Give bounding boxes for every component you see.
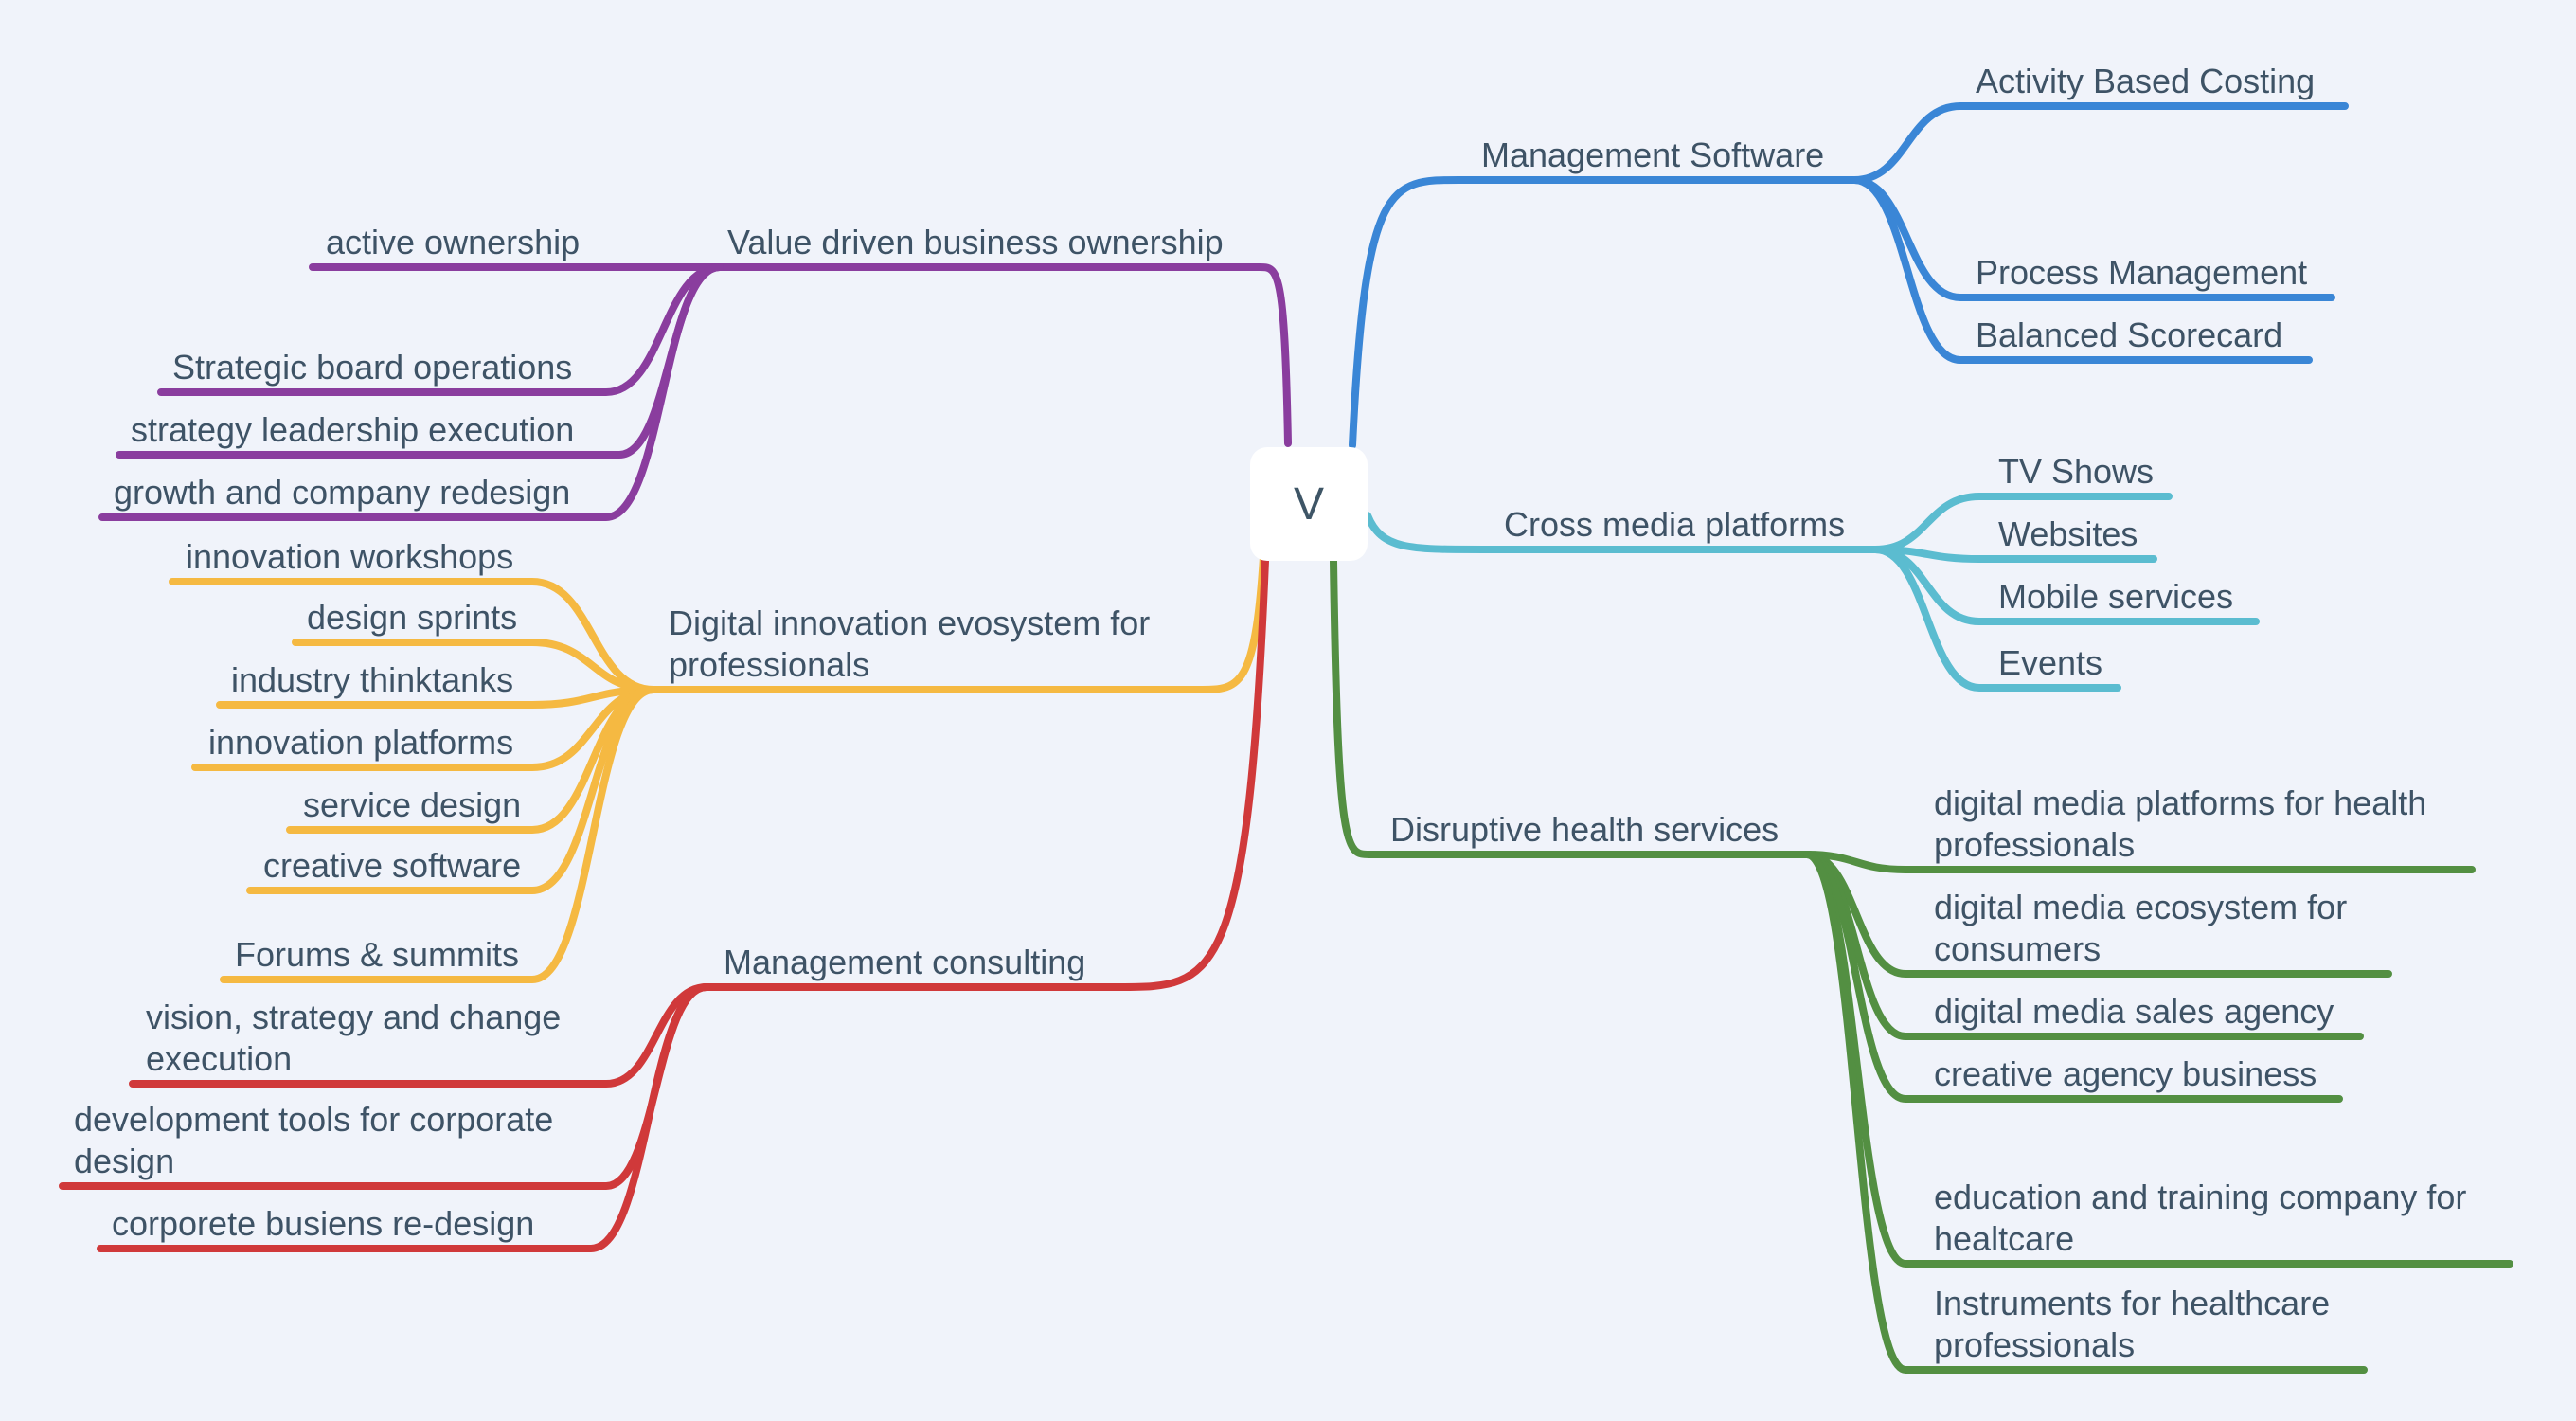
child-label-digital-innovation-line: Forums & summits: [235, 935, 519, 974]
child-label-disruptive-health[interactable]: creative agency business: [1934, 1054, 2317, 1093]
child-label-cross-media[interactable]: TV Shows: [1998, 452, 2154, 491]
child-label-management-consulting[interactable]: corporete busiens re-design: [112, 1204, 534, 1243]
child-label-disruptive-health-line: digital media platforms for health: [1934, 783, 2426, 822]
child-label-value-driven[interactable]: growth and company redesign: [114, 473, 570, 512]
child-label-management-consulting-line: corporete busiens re-design: [112, 1204, 534, 1243]
child-label-cross-media-line: Events: [1998, 643, 2102, 682]
branch-label-management-software[interactable]: Management Software: [1481, 135, 1824, 174]
child-label-cross-media[interactable]: Websites: [1998, 514, 2138, 553]
child-line-cross-media: [1871, 546, 2121, 692]
child-label-disruptive-health-line: professionals: [1934, 825, 2135, 864]
branch-label-management-consulting-line: Management consulting: [724, 943, 1085, 981]
child-label-management-software-line: Process Management: [1976, 253, 2307, 292]
management-software-branch-line: [1349, 176, 1858, 449]
branch-label-management-consulting[interactable]: Management consulting: [724, 943, 1085, 981]
root-node-label: V: [1294, 479, 1324, 530]
child-label-value-driven[interactable]: Strategic board operations: [172, 348, 572, 387]
cross-media-branch-line: [1364, 512, 1879, 553]
child-label-digital-innovation[interactable]: innovation platforms: [208, 723, 513, 762]
child-label-digital-innovation-line: creative software: [263, 846, 521, 885]
child-label-value-driven[interactable]: active ownership: [326, 223, 580, 261]
child-line-management-software: [1851, 176, 2313, 364]
child-label-digital-innovation-line: innovation workshops: [186, 537, 513, 576]
child-label-management-software[interactable]: Activity Based Costing: [1976, 62, 2315, 100]
child-label-cross-media[interactable]: Events: [1998, 643, 2102, 682]
child-label-digital-innovation-line: innovation platforms: [208, 723, 513, 762]
management-consulting-branch-line: [703, 557, 1269, 991]
child-line-disruptive-health: [1803, 851, 2368, 1374]
child-label-digital-innovation[interactable]: creative software: [263, 846, 521, 885]
child-label-disruptive-health-line: creative agency business: [1934, 1054, 2317, 1093]
branch-label-disruptive-health[interactable]: Disruptive health services: [1390, 810, 1779, 849]
child-label-management-software[interactable]: Balanced Scorecard: [1976, 315, 2282, 354]
branch-label-disruptive-health-line: Disruptive health services: [1390, 810, 1779, 849]
child-label-disruptive-health-line: healtcare: [1934, 1219, 2074, 1258]
branch-label-digital-innovation-line: Digital innovation evosystem for: [669, 603, 1150, 642]
child-label-cross-media[interactable]: Mobile services: [1998, 577, 2233, 616]
child-label-disruptive-health-line: digital media sales agency: [1934, 992, 2334, 1031]
branch-label-digital-innovation-line: professionals: [669, 645, 869, 684]
node-labels: Value driven business ownership active ow…: [74, 62, 2466, 1364]
branch-label-management-software-line: Management Software: [1481, 135, 1824, 174]
branch-label-cross-media-line: Cross media platforms: [1504, 505, 1845, 544]
child-label-disruptive-health-line: education and training company for: [1934, 1178, 2466, 1216]
child-label-digital-innovation[interactable]: Forums & summits: [235, 935, 519, 974]
child-label-disruptive-health-line: consumers: [1934, 929, 2101, 968]
child-label-cross-media-line: TV Shows: [1998, 452, 2154, 491]
child-label-management-consulting-line: development tools for corporate: [74, 1100, 553, 1139]
child-label-digital-innovation[interactable]: industry thinktanks: [231, 660, 513, 699]
child-line-value-driven: [98, 263, 724, 521]
value-driven-branch-line: [716, 263, 1292, 447]
child-label-disruptive-health-line: digital media ecosystem for: [1934, 888, 2347, 926]
branch-label-cross-media[interactable]: Cross media platforms: [1504, 505, 1845, 544]
child-line-management-software: [1851, 102, 2349, 184]
child-label-management-consulting-line: vision, strategy and change: [146, 998, 561, 1036]
child-label-management-software-line: Balanced Scorecard: [1976, 315, 2282, 354]
child-line-management-consulting: [97, 983, 710, 1252]
disruptive-health-branch-line: [1330, 557, 1811, 858]
child-label-digital-innovation-line: service design: [303, 785, 521, 824]
root-node-box: [1250, 447, 1368, 561]
child-label-digital-innovation-line: design sprints: [307, 598, 517, 637]
child-label-management-software[interactable]: Process Management: [1976, 253, 2307, 292]
child-line-disruptive-health: [1803, 851, 2476, 873]
child-label-value-driven-line: growth and company redesign: [114, 473, 570, 512]
child-label-value-driven-line: strategy leadership execution: [131, 410, 574, 449]
branch-label-value-driven-line: Value driven business ownership: [727, 223, 1224, 261]
child-label-digital-innovation[interactable]: design sprints: [307, 598, 517, 637]
child-label-cross-media-line: Websites: [1998, 514, 2138, 553]
child-label-disruptive-health[interactable]: digital media sales agency: [1934, 992, 2334, 1031]
child-line-digital-innovation: [220, 686, 657, 983]
child-line-value-driven: [157, 263, 724, 396]
child-label-digital-innovation[interactable]: service design: [303, 785, 521, 824]
child-label-management-software-line: Activity Based Costing: [1976, 62, 2315, 100]
child-label-value-driven-line: Strategic board operations: [172, 348, 572, 387]
child-label-management-consulting-line: execution: [146, 1039, 292, 1078]
connector-lines: [59, 102, 2513, 1374]
child-label-digital-innovation-line: industry thinktanks: [231, 660, 513, 699]
root-node[interactable]: V: [1250, 447, 1368, 561]
child-label-disruptive-health-line: Instruments for healthcare: [1934, 1284, 2330, 1322]
child-label-management-consulting-line: design: [74, 1142, 174, 1180]
child-label-cross-media-line: Mobile services: [1998, 577, 2233, 616]
branch-label-value-driven[interactable]: Value driven business ownership: [727, 223, 1224, 261]
child-label-digital-innovation[interactable]: innovation workshops: [186, 537, 513, 576]
child-label-disruptive-health-line: professionals: [1934, 1325, 2135, 1364]
child-label-value-driven-line: active ownership: [326, 223, 580, 261]
child-label-value-driven[interactable]: strategy leadership execution: [131, 410, 574, 449]
